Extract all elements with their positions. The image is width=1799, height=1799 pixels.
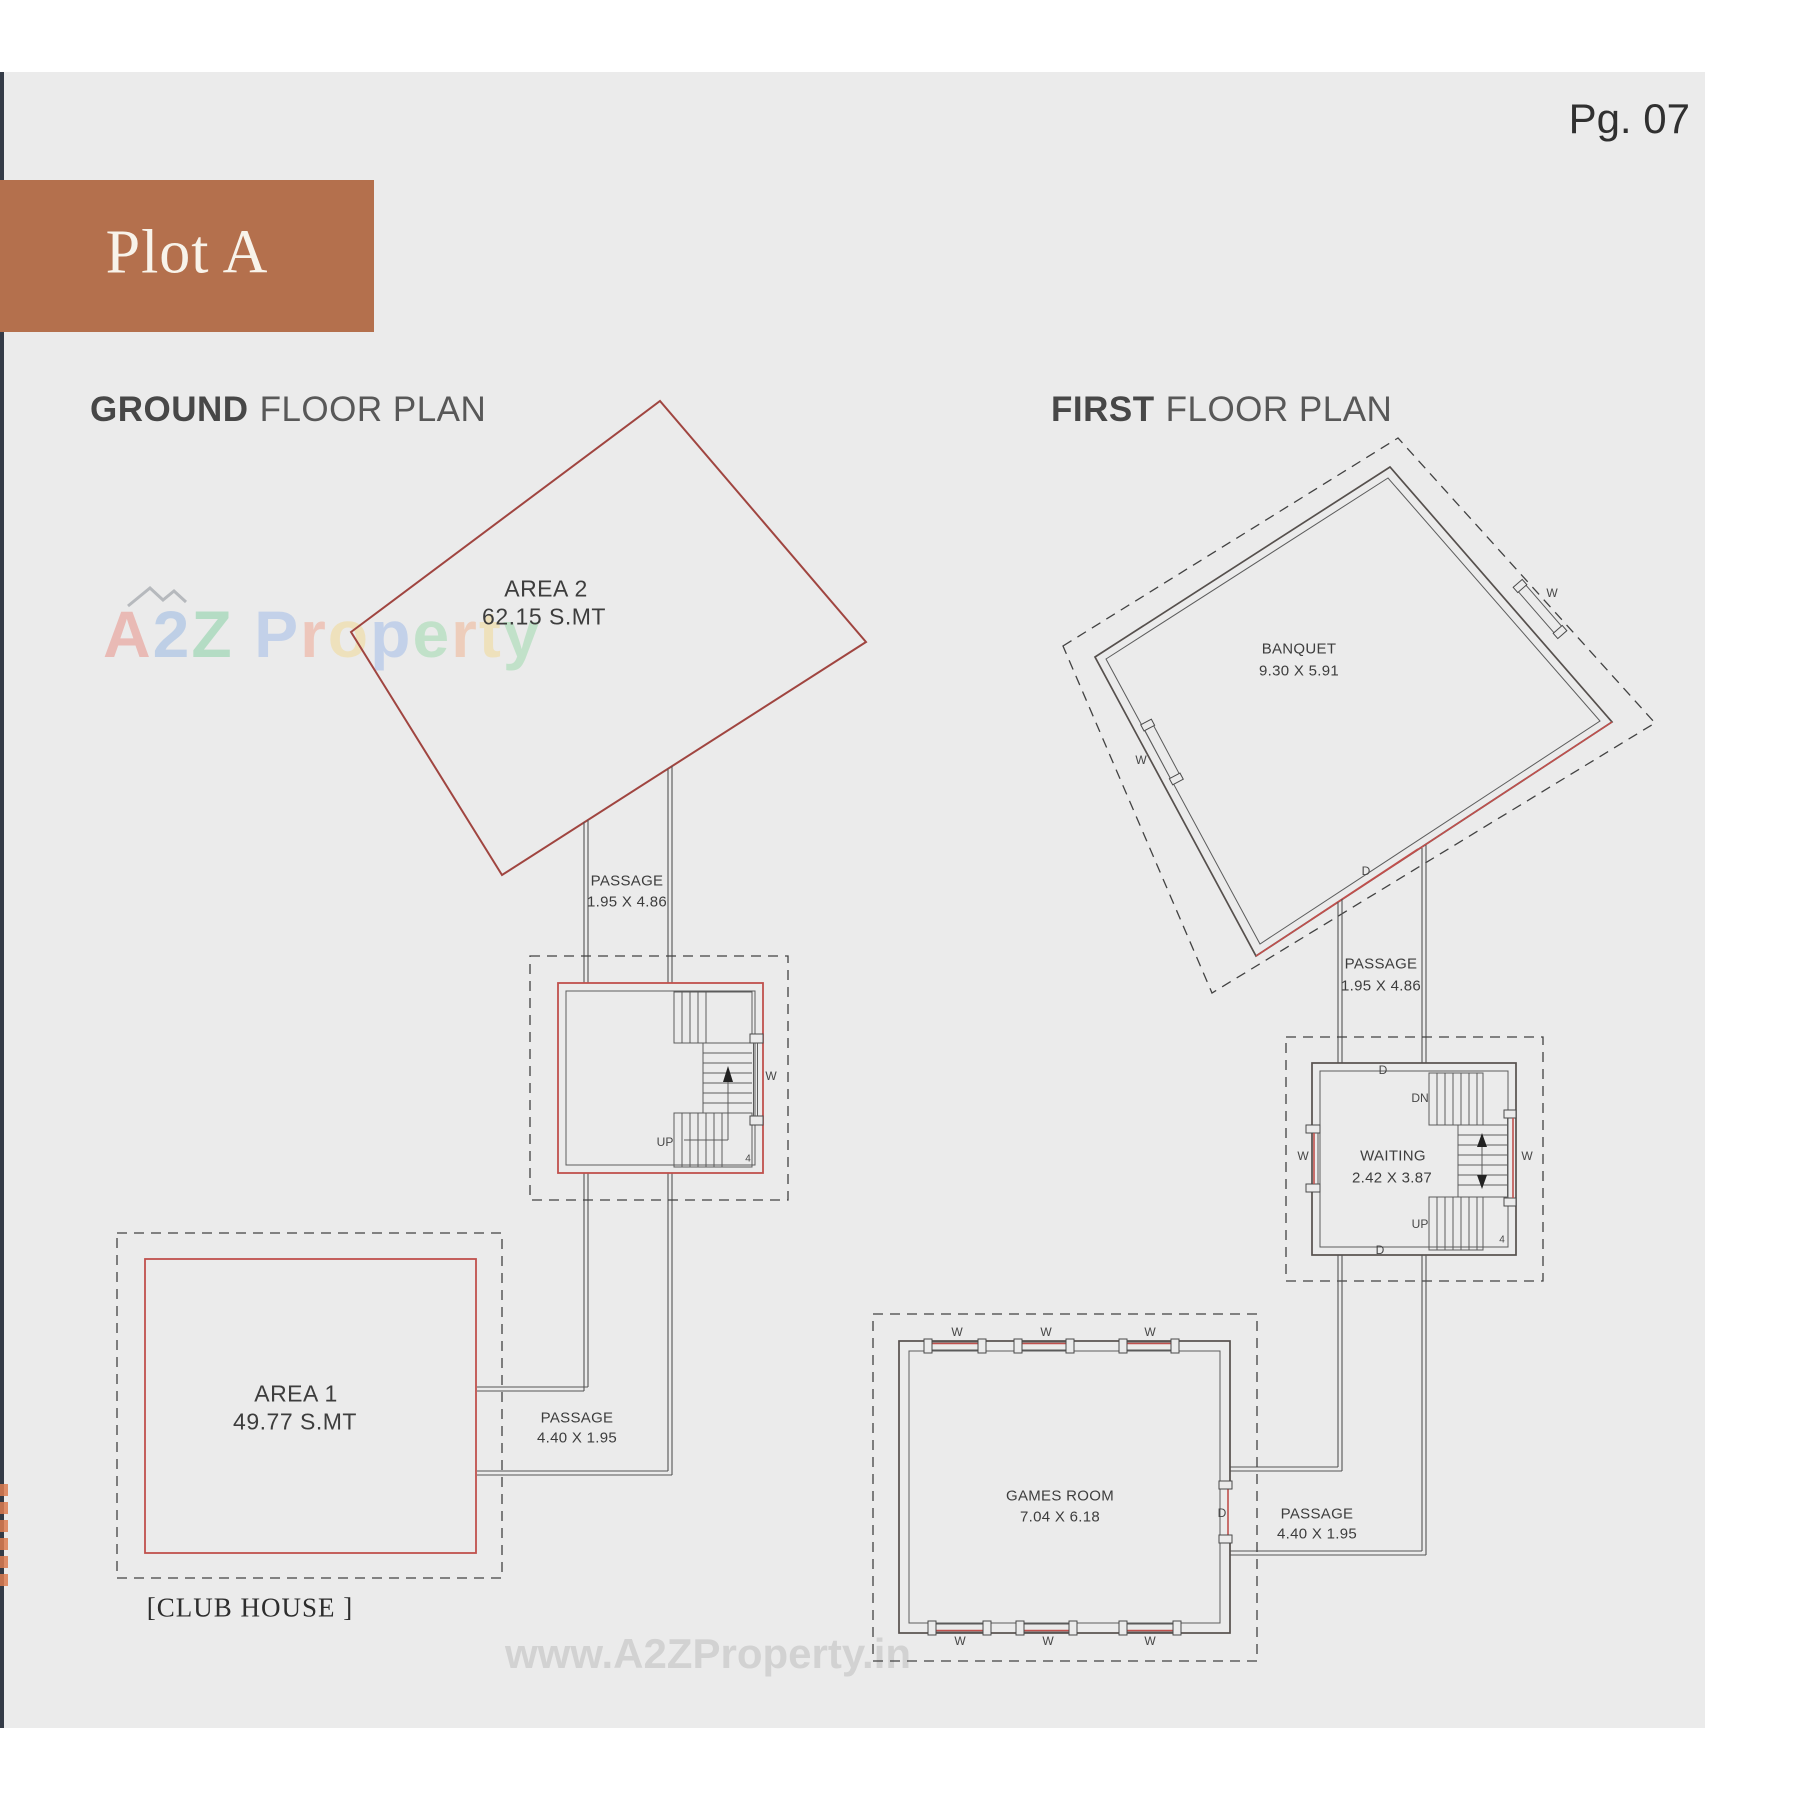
door-label: D bbox=[1217, 1506, 1227, 1520]
url-watermark: www.A2ZProperty.in bbox=[505, 1630, 912, 1677]
games-room-label: GAMES ROOM bbox=[1005, 1487, 1115, 1505]
club-house-label: [CLUB HOUSE ] bbox=[146, 1592, 354, 1623]
passage-dims: 4.40 X 1.95 bbox=[1276, 1525, 1358, 1543]
window-label: W bbox=[1521, 1149, 1533, 1163]
dn-label: DN bbox=[1411, 1091, 1429, 1105]
window-label: W bbox=[1297, 1149, 1309, 1163]
window-label: W bbox=[765, 1069, 777, 1083]
area1-label: AREA 1 bbox=[254, 1380, 338, 1407]
door-label: D bbox=[1361, 864, 1371, 878]
banquet-window bbox=[1512, 578, 1568, 640]
stair-number: 4 bbox=[745, 1153, 751, 1165]
passage-label: PASSAGE bbox=[1280, 1505, 1354, 1523]
left-edge-mark bbox=[0, 1556, 8, 1568]
stair-number: 4 bbox=[1499, 1234, 1505, 1246]
plot-title: Plot A bbox=[105, 218, 269, 287]
logo-letter: y bbox=[502, 597, 542, 671]
waiting-label: WAITING bbox=[1360, 1147, 1426, 1165]
page-background bbox=[0, 72, 1705, 1728]
logo-letter: Z bbox=[191, 597, 234, 671]
logo-letter: P bbox=[254, 597, 301, 671]
heading-bold: FIRST bbox=[1051, 390, 1155, 429]
logo-letter: e bbox=[412, 597, 452, 671]
left-edge-mark bbox=[0, 1538, 8, 1550]
page-left-border bbox=[0, 72, 4, 1728]
area1-dims: 49.77 S.MT bbox=[233, 1408, 357, 1435]
door-label: D bbox=[1375, 1243, 1385, 1257]
first-floor-heading: FIRST FLOOR PLAN bbox=[1051, 390, 1392, 430]
window-label: W bbox=[954, 1634, 966, 1648]
logo-letter: A bbox=[103, 597, 153, 671]
up-label: UP bbox=[656, 1135, 674, 1149]
logo-letter: t bbox=[478, 597, 503, 671]
left-edge-mark bbox=[0, 1574, 8, 1586]
logo-watermark: A2Z Property bbox=[103, 596, 542, 672]
first-floor-drawing bbox=[872, 437, 1657, 1662]
area2-dims: 62.15 S.MT bbox=[482, 603, 606, 630]
heading-rest: FLOOR PLAN bbox=[259, 390, 487, 429]
banquet-label: BANQUET bbox=[1261, 640, 1337, 658]
logo-letter: p bbox=[370, 597, 413, 671]
logo-roof-icon bbox=[127, 586, 188, 608]
passage-dims: 4.40 X 1.95 bbox=[536, 1429, 618, 1447]
logo-letter: 2 bbox=[152, 597, 192, 671]
logo-letter: r bbox=[300, 597, 328, 671]
passage-label: PASSAGE bbox=[540, 1409, 614, 1427]
window-label: W bbox=[1144, 1325, 1156, 1339]
door-label: D bbox=[1378, 1063, 1388, 1077]
plot-title-badge: Plot A bbox=[0, 180, 374, 332]
passage-label: PASSAGE bbox=[590, 872, 664, 890]
ground-floor-drawing bbox=[116, 399, 868, 1579]
heading-bold: GROUND bbox=[90, 390, 249, 429]
games-room-windows-top bbox=[923, 1338, 1180, 1354]
window-label: W bbox=[951, 1325, 963, 1339]
window-label: W bbox=[1040, 1325, 1052, 1339]
passage-label: PASSAGE bbox=[1344, 955, 1418, 973]
window-label: W bbox=[1135, 753, 1147, 767]
games-room-windows-bottom bbox=[927, 1620, 1182, 1636]
page-number: Pg. 07 bbox=[1568, 95, 1690, 142]
up-label: UP bbox=[1411, 1217, 1429, 1231]
left-edge-mark bbox=[0, 1520, 8, 1532]
left-edge-mark bbox=[0, 1502, 8, 1514]
window-label: W bbox=[1042, 1634, 1054, 1648]
ground-floor-heading: GROUND FLOOR PLAN bbox=[90, 390, 486, 430]
logo-letter: r bbox=[451, 597, 479, 671]
games-room-dims: 7.04 X 6.18 bbox=[1019, 1508, 1101, 1526]
window-label: W bbox=[1144, 1634, 1156, 1648]
heading-rest: FLOOR PLAN bbox=[1165, 390, 1393, 429]
banquet-window bbox=[1140, 718, 1184, 786]
left-edge-mark bbox=[0, 1484, 8, 1496]
banquet-dims: 9.30 X 5.91 bbox=[1258, 662, 1340, 680]
area2-label: AREA 2 bbox=[504, 575, 588, 602]
window-label: W bbox=[1546, 586, 1558, 600]
passage-dims: 1.95 X 4.86 bbox=[586, 893, 668, 911]
logo-letter: o bbox=[327, 597, 371, 671]
waiting-dims: 2.42 X 3.87 bbox=[1351, 1169, 1433, 1187]
passage-dims: 1.95 X 4.86 bbox=[1340, 977, 1422, 995]
